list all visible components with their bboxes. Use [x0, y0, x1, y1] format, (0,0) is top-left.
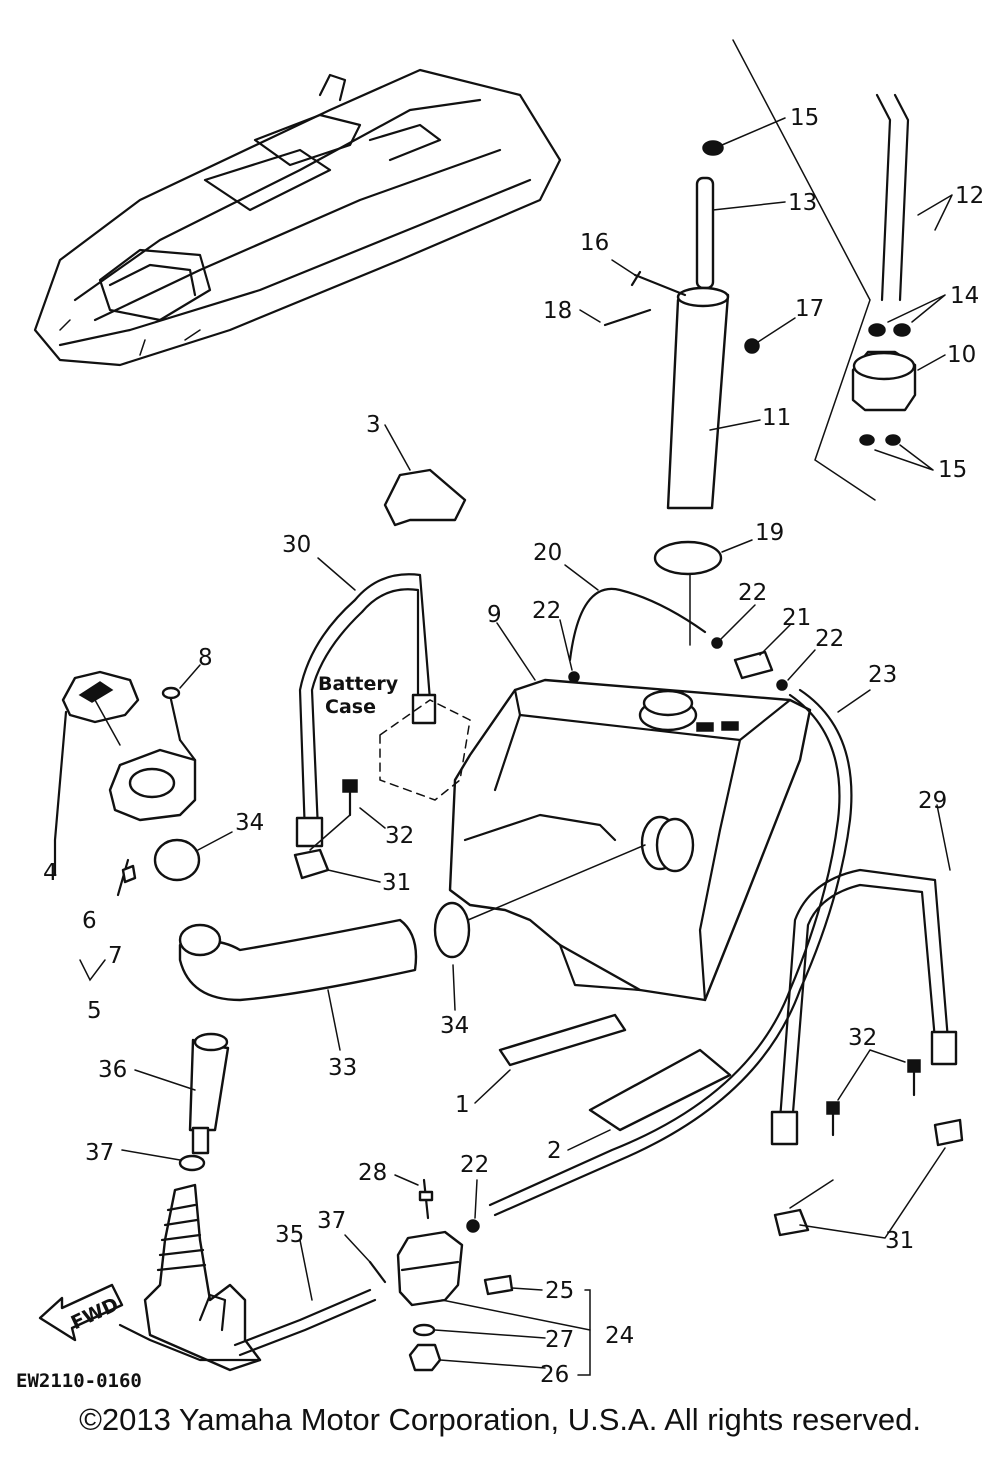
- label-23: 23: [868, 662, 897, 688]
- label-7: 7: [108, 943, 123, 969]
- copyright-notice: ©2013 Yamaha Motor Corporation, U.S.A. A…: [79, 1402, 921, 1437]
- label-10: 10: [947, 342, 976, 368]
- clamp-part-34-left: [153, 838, 201, 882]
- label-8: 8: [198, 645, 213, 671]
- label-30: 30: [282, 532, 311, 558]
- screw-part-18: [603, 308, 652, 327]
- label-12: 12: [955, 183, 984, 209]
- label-2: 2: [547, 1138, 562, 1164]
- hoses-part-12: [875, 93, 910, 302]
- label-4: 4: [43, 860, 58, 886]
- label-34-lower: 34: [440, 1013, 469, 1039]
- pad-part-1: [498, 1013, 627, 1067]
- label-28: 28: [358, 1160, 387, 1186]
- fuel-strainer-part-24: [396, 1230, 514, 1372]
- filler-hose-part-33: [178, 918, 418, 1002]
- label-31-right: 31: [885, 1228, 914, 1254]
- label-13: 13: [788, 190, 817, 216]
- label-22-b: 22: [738, 580, 767, 606]
- pipe-part-13: [695, 176, 715, 290]
- label-5: 5: [87, 998, 102, 1024]
- label-20: 20: [533, 540, 562, 566]
- label-32-right: 32: [848, 1025, 877, 1051]
- label-18: 18: [543, 298, 572, 324]
- label-26: 26: [540, 1362, 569, 1388]
- pad-part-2: [588, 1048, 732, 1132]
- label-33: 33: [328, 1055, 357, 1081]
- label-22-d: 22: [460, 1152, 489, 1178]
- breather-hose-part-20: [568, 587, 707, 662]
- label-34-upper: 34: [235, 810, 264, 836]
- nut-part-17: [744, 338, 760, 354]
- label-1: 1: [455, 1092, 470, 1118]
- label-21: 21: [782, 605, 811, 631]
- fwd-arrow-icon: [38, 1283, 124, 1342]
- label-22-a: 22: [532, 598, 561, 624]
- bracket-part-3: [383, 468, 467, 527]
- label-17: 17: [795, 296, 824, 322]
- label-3: 3: [366, 412, 381, 438]
- filter-part-36: [188, 1032, 230, 1155]
- watercraft-overview: [33, 68, 562, 367]
- label-35: 35: [275, 1222, 304, 1248]
- filler-tube-part-11: [666, 286, 761, 510]
- label-25: 25: [545, 1278, 574, 1304]
- label-22-c: 22: [815, 626, 844, 652]
- label-9: 9: [487, 602, 502, 628]
- label-19: 19: [755, 520, 784, 546]
- hose-part-35: [233, 1288, 372, 1347]
- label-36: 36: [98, 1057, 127, 1083]
- label-29: 29: [918, 788, 947, 814]
- label-14: 14: [950, 283, 979, 309]
- check-valve-part-21: [733, 650, 774, 680]
- label-6: 6: [82, 908, 97, 934]
- clamp-part-34-right: [433, 901, 471, 959]
- fuel-tank-part-9: [448, 678, 812, 1002]
- battery-case-outline: [379, 699, 471, 801]
- label-16: 16: [580, 230, 609, 256]
- battery-case-label-line2: Case: [325, 696, 376, 718]
- label-15-bottom: 15: [938, 457, 967, 483]
- label-32-left: 32: [385, 823, 414, 849]
- screw-part-7: [116, 858, 130, 897]
- label-37-right: 37: [317, 1208, 346, 1234]
- label-15-top: 15: [790, 105, 819, 131]
- label-37-left: 37: [85, 1140, 114, 1166]
- battery-band-part-30: [295, 573, 437, 848]
- filler-neck-part-6: [94, 699, 197, 822]
- diagram-code: EW2110-0160: [16, 1370, 142, 1392]
- label-31-left: 31: [382, 870, 411, 896]
- label-27: 27: [545, 1327, 574, 1353]
- fuel-filter-part-10: [851, 350, 917, 412]
- band-part-19: [653, 540, 723, 576]
- bolt-part-16: [630, 270, 687, 297]
- fuel-cap-part-4: [53, 670, 140, 877]
- bolt-part-8: [168, 693, 182, 742]
- label-24: 24: [605, 1323, 634, 1349]
- fuel-hose-part-23: [493, 688, 853, 1217]
- cap-part-15: [702, 140, 724, 156]
- intake-assembly: [118, 1183, 262, 1372]
- battery-case-label-line1: Battery: [318, 673, 399, 695]
- battery-band-part-29: [770, 868, 958, 1146]
- label-11: 11: [762, 405, 791, 431]
